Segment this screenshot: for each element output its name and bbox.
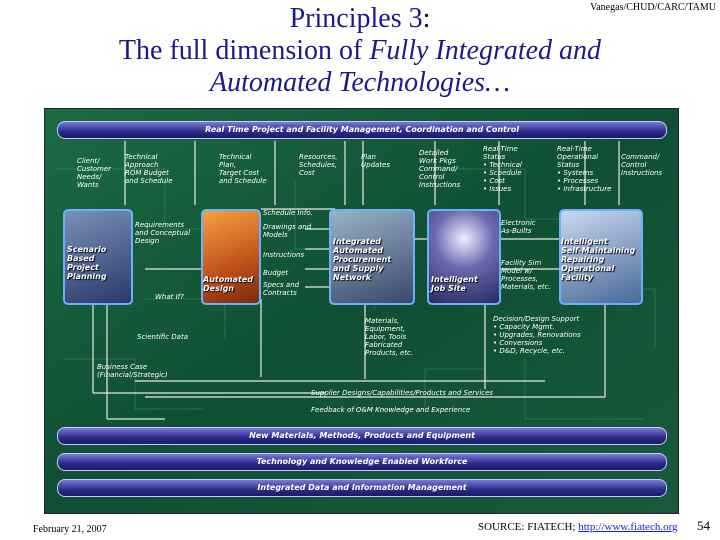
- title-colon: :: [422, 3, 431, 34]
- node-procurement-label: Integrated Automated Procurement and Sup…: [333, 237, 392, 282]
- label-plan-updates: Plan Updates: [361, 153, 390, 169]
- bottom-bar-materials: New Materials, Methods, Products and Equ…: [57, 427, 667, 445]
- label-scientific-data: Scientific Data: [137, 333, 188, 341]
- fiatech-diagram: Real Time Project and Facility Managemen…: [44, 108, 679, 514]
- credit-line: Vanegas/CHUD/CARC/TAMU: [590, 2, 716, 13]
- label-facility-sim: Facility Sim Model w/ Processes, Materia…: [501, 259, 551, 291]
- node-scenario-planning-label: Scenario Based Project Planning: [67, 245, 107, 281]
- label-technical-plan: Technical Plan, Target Cost and Schedule: [219, 153, 267, 185]
- footer-source: SOURCE: FIATECH; http://www.fiatech.org: [478, 521, 678, 533]
- label-as-builts: Electronic As-Builts: [501, 219, 536, 235]
- node-automated-design: [201, 209, 261, 305]
- label-specs: Specs and Contracts: [263, 281, 300, 297]
- label-business-case: Business Case (Financial/Strategic): [97, 363, 168, 379]
- node-scenario-planning: [63, 209, 133, 305]
- title-line2-prefix: The full dimension of: [118, 35, 370, 66]
- label-technical-approach: Technical Approach ROM Budget and Schedu…: [125, 153, 173, 185]
- bottom-bar-workforce: Technology and Knowledge Enabled Workfor…: [57, 453, 667, 471]
- page-number: 54: [697, 518, 710, 533]
- label-client-needs: Client/ Customer Needs/ Wants: [77, 157, 112, 189]
- source-link[interactable]: http://www.fiatech.org: [578, 521, 678, 533]
- top-bar-management: Real Time Project and Facility Managemen…: [57, 121, 667, 139]
- label-requirements: Requirements and Conceptual Design: [135, 221, 191, 245]
- bottom-bar-data: Integrated Data and Information Manageme…: [57, 479, 667, 497]
- circuit-background: [45, 109, 678, 513]
- slide-title-line1: Principles 3:: [0, 4, 720, 34]
- footer-date: February 21, 2007: [33, 524, 107, 535]
- label-resources: Resources, Schedules, Cost: [299, 153, 338, 177]
- label-command-control: Command/ Control Instructions: [621, 153, 663, 177]
- label-drawings: Drawings and Models: [263, 223, 312, 239]
- title-principles: Principles 3: [289, 3, 423, 34]
- label-operational-status: Real-Time Operational Status • Systems •…: [557, 145, 612, 193]
- slide-title-line3: Automated Technologies…: [210, 67, 510, 98]
- source-prefix: SOURCE: FIATECH;: [478, 521, 579, 533]
- label-materials: Materials, Equipment, Labor, Tools Fabri…: [365, 317, 414, 357]
- label-budget: Budget: [263, 269, 289, 277]
- label-what-if: What If?: [155, 293, 184, 301]
- node-job-site: [427, 209, 501, 305]
- label-feedback: Feedback of O&M Knowledge and Experience: [311, 406, 471, 414]
- label-decision-support: Decision/Design Support • Capacity Mgmt.…: [493, 315, 581, 355]
- label-realtime-status: Real-Time Status • Technical • Schedule …: [483, 145, 522, 193]
- node-operational-facility: [559, 209, 643, 305]
- node-job-site-label: Intelligent Job Site: [431, 275, 478, 293]
- node-procurement: [329, 209, 415, 305]
- label-instructions: Instructions: [263, 251, 305, 259]
- label-supplier-designs: Supplier Designs/Capabilities/Products a…: [311, 389, 494, 397]
- label-schedule-info: Schedule Info.: [263, 209, 313, 217]
- node-operational-facility-label: Intelligent Self-Maintaining Repairing O…: [561, 237, 636, 282]
- node-automated-design-label: Automated Design: [203, 275, 253, 293]
- title-line2-italic: Fully Integrated and: [369, 35, 602, 66]
- label-work-packages: Detailed Work Pkgs Command/ Control Inst…: [419, 149, 461, 189]
- slide-title-line2: The full dimension of Fully Integrated a…: [0, 36, 720, 66]
